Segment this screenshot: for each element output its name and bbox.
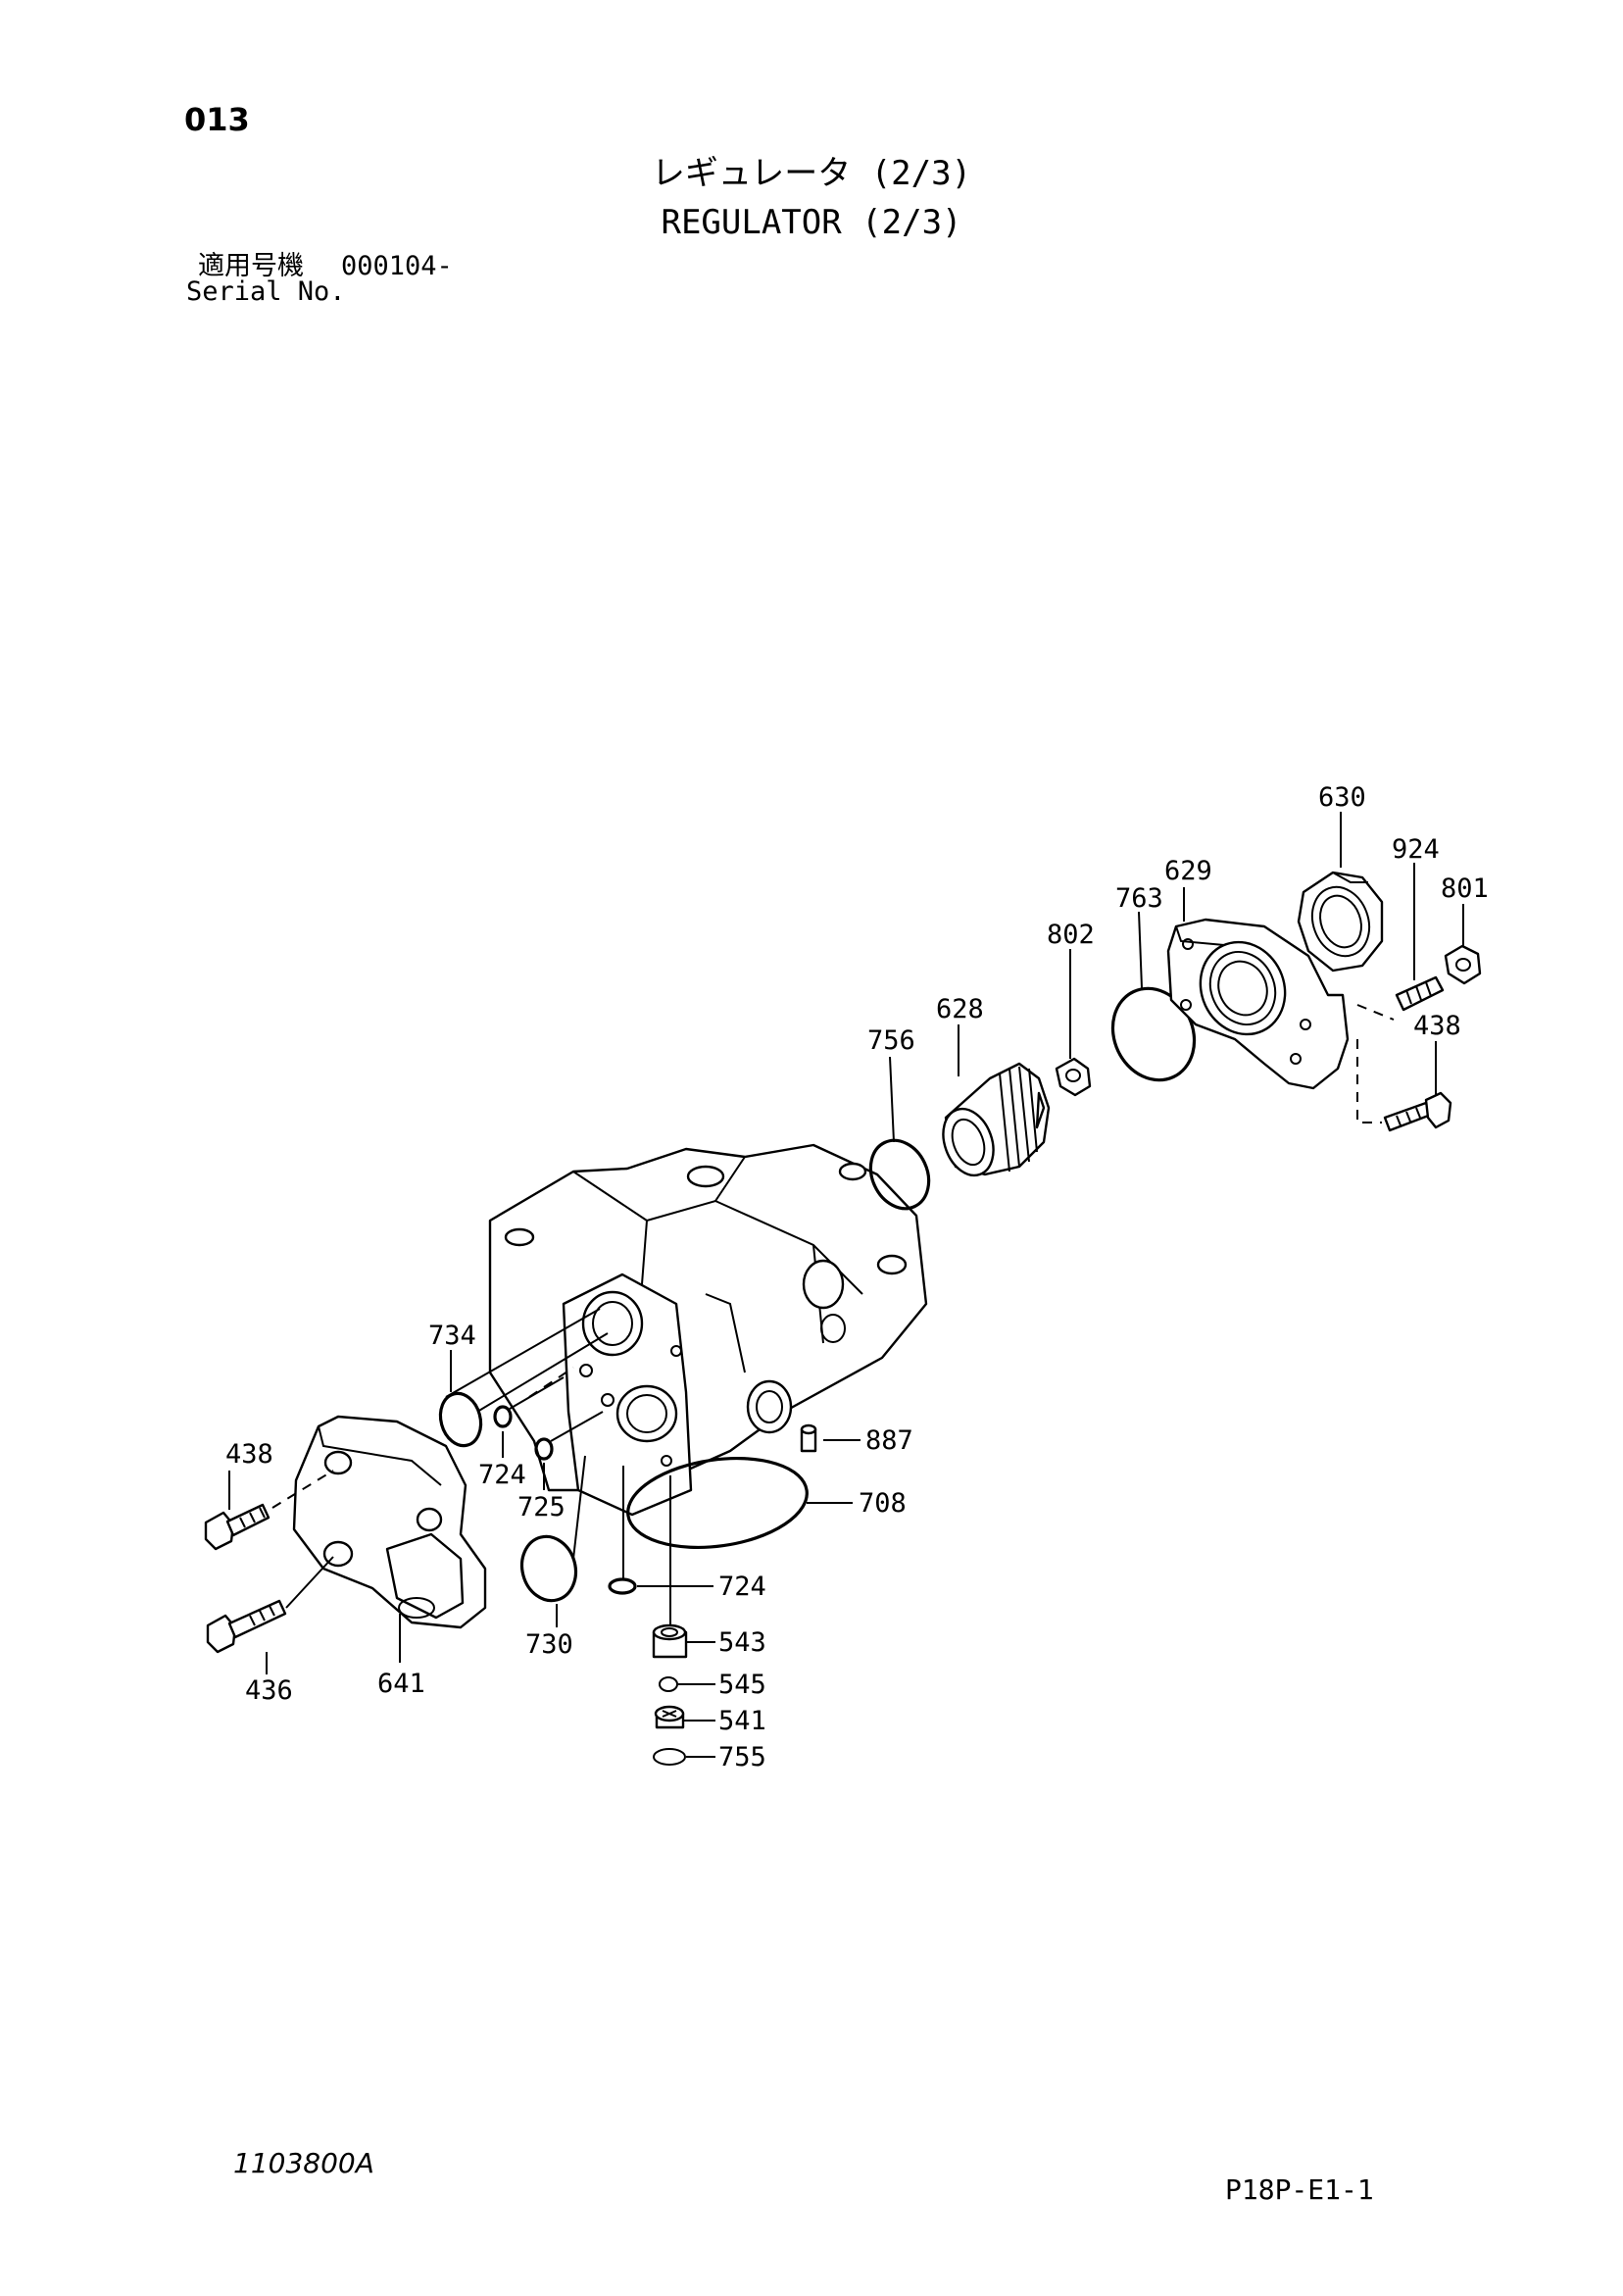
o-ring-755 [653,1748,686,1766]
part-labels: 630 924 629 801 763 802 438 628 756 734 … [225,782,1489,1772]
label-801: 801 [1441,873,1489,904]
label-756: 756 [867,1025,915,1056]
plug-541 [654,1705,685,1729]
cover-629 [1166,918,1350,1090]
label-802: 802 [1047,920,1095,950]
label-438-left: 438 [225,1439,273,1470]
label-730: 730 [525,1629,573,1660]
o-ring-708 [626,1456,809,1550]
page-number: 013 [184,101,250,138]
serial-value: 000104- [341,251,453,281]
nut-801 [1444,944,1482,985]
bolt-438-left [204,1470,334,1551]
plug-543 [652,1623,688,1659]
label-630: 630 [1318,782,1366,813]
label-438-right: 438 [1413,1011,1461,1041]
label-708: 708 [859,1488,907,1519]
label-628: 628 [936,994,984,1024]
o-ring-730 [519,1534,578,1603]
bolt-438-right [1356,1039,1452,1132]
label-763: 763 [1115,883,1163,914]
label-725: 725 [517,1492,566,1522]
o-ring-724-bottom [608,1577,637,1595]
title-english: REGULATOR (2/3) [661,203,962,242]
assembly-leader-lines [445,1308,671,1627]
serial-label-english: Serial No. [186,276,346,307]
pin-887 [800,1423,817,1453]
o-ring-734 [438,1391,483,1448]
screw-924 [1356,975,1445,1021]
title-japanese: レギュレータ (2/3) [651,154,972,193]
o-ring-725 [534,1437,554,1461]
label-545: 545 [718,1670,766,1700]
label-755: 755 [718,1742,766,1772]
bolt-436-left [206,1556,334,1654]
label-724-upper: 724 [478,1460,526,1490]
label-641: 641 [377,1669,425,1699]
regulator-body [488,1143,928,1517]
serial-label-japanese: 適用号機 [198,251,304,281]
label-734: 734 [428,1321,476,1351]
label-887: 887 [865,1425,913,1456]
label-543: 543 [718,1627,766,1658]
label-541: 541 [718,1706,766,1736]
drawing-number: 1103800A [233,2147,374,2179]
locknut-630 [1297,871,1384,973]
nut-802 [1055,1057,1092,1097]
label-436: 436 [245,1675,293,1706]
label-924: 924 [1392,834,1440,865]
label-629: 629 [1164,856,1212,886]
o-ring-756 [868,1138,931,1211]
o-ring-545 [659,1676,678,1692]
cover-641 [292,1415,487,1629]
callout-leaders [228,812,1464,1758]
page-code: P18P-E1-1 [1225,2173,1374,2206]
sleeve-628 [942,1062,1051,1177]
o-ring-724-small [493,1405,513,1428]
label-724-lower: 724 [718,1572,766,1602]
